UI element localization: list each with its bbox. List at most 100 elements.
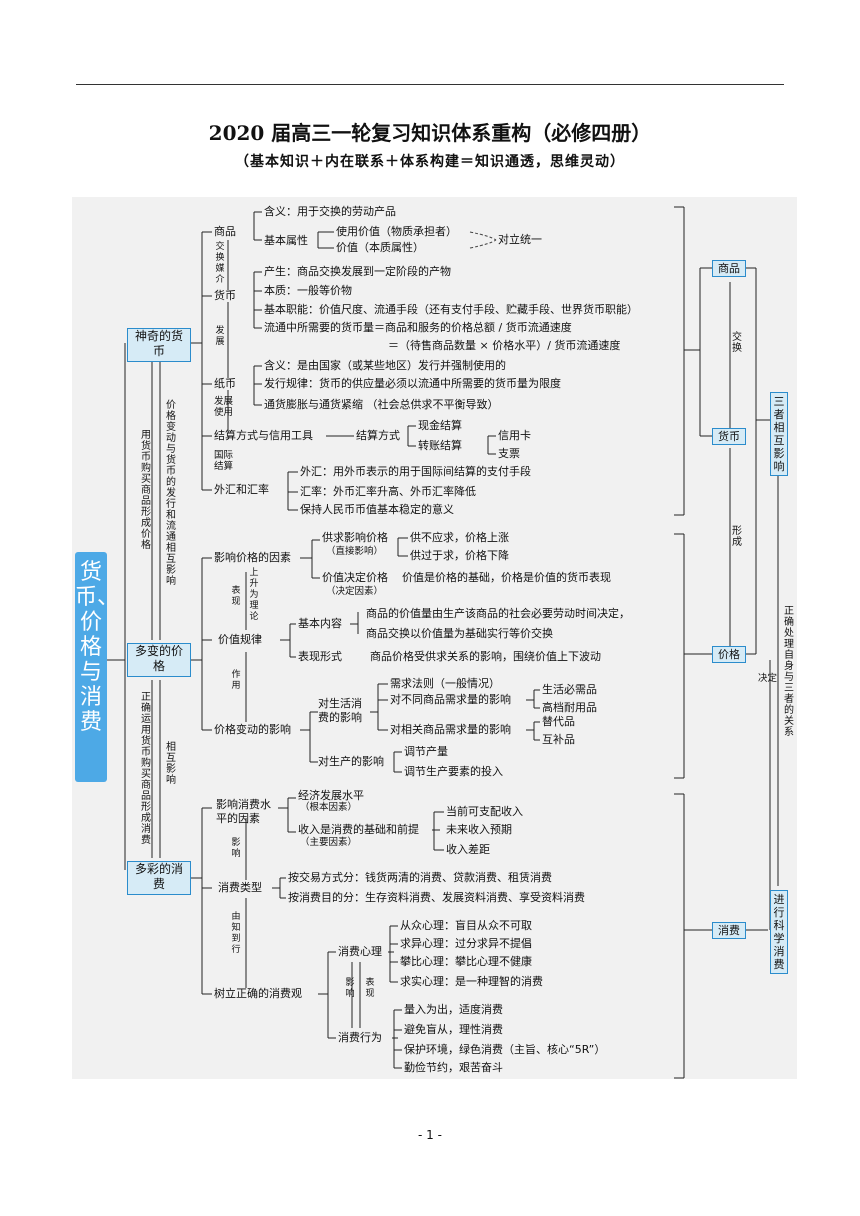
page-number: - 1 - — [418, 1128, 442, 1142]
credit-card: 信用卡 — [498, 429, 531, 442]
right-exchange: 交换 — [732, 332, 742, 354]
economy: 经济发展水平 — [298, 789, 364, 802]
transfer-settlement: 转账结算 — [418, 439, 462, 452]
right-formation: 形成 — [732, 526, 742, 548]
practical-psy: 求实心理：是一种理智的消费 — [400, 975, 543, 988]
commodity-node: 商品 — [214, 225, 236, 238]
form-text: 商品价格受供求关系的影响，围绕价值上下波动 — [370, 650, 601, 663]
manifest-2: 表现 — [365, 978, 375, 999]
demand-law: 需求法则（一般情况） — [390, 677, 500, 690]
different-psy: 求异心理：过分求异不提倡 — [400, 937, 532, 950]
complement: 互补品 — [542, 733, 575, 746]
income: 收入是消费的基础和前提 — [298, 823, 419, 836]
value: 价值（本质属性） — [336, 241, 424, 254]
cash-settlement: 现金结算 — [418, 419, 462, 432]
mid-note-2: 相互影响 — [166, 742, 176, 786]
adjust-output: 调节产量 — [404, 745, 448, 758]
settlement-node: 结算方式与信用工具 — [214, 429, 313, 442]
law-of-value: 价值规律 — [218, 633, 262, 646]
behavior: 消费行为 — [338, 1031, 382, 1044]
content-1: 商品的价值量由生产该商品的社会必要劳动时间决定， — [366, 607, 630, 620]
paper-meaning: 含义：是由国家（或某些地区）发行并强制使用的 — [264, 359, 506, 372]
behavior-4: 勤俭节约，艰苦奋斗 — [404, 1061, 503, 1074]
behavior-1: 量入为出，适度消费 — [404, 1003, 503, 1016]
money-essence: 本质：一般等价物 — [264, 284, 352, 297]
page-title: 2020 届高三一轮复习知识体系重构（必修四册） — [208, 121, 652, 145]
fundamental-label: （根本因素） — [300, 802, 358, 813]
over-supply: 供过于求，价格下降 — [410, 549, 509, 562]
income-gap: 收入差距 — [446, 843, 490, 856]
durables: 高档耐用品 — [542, 701, 597, 714]
right-price: 价格 — [712, 646, 746, 663]
right-consume: 消费 — [712, 922, 746, 939]
forex-def: 外汇：用外币表示的用于国际间结算的支付手段 — [300, 465, 531, 478]
settlement-method: 结算方式 — [356, 429, 400, 442]
influence-2: 影响 — [345, 978, 355, 999]
basic-attr: 基本属性 — [264, 234, 308, 247]
develop-use-label: 发展 使用 — [214, 396, 234, 418]
effect-label: 作用 — [231, 670, 241, 691]
right-money: 货币 — [712, 428, 746, 445]
psychology: 消费心理 — [338, 945, 382, 958]
exchange-medium: 交换媒介 — [215, 242, 225, 285]
decisive-label: （决定因素） — [326, 586, 384, 597]
section-title-money: 神奇的货币 — [127, 328, 191, 362]
forex-node: 外汇和汇率 — [214, 483, 269, 496]
future-income: 未来收入预期 — [446, 823, 512, 836]
basic-content: 基本内容 — [298, 617, 342, 630]
correct-view: 树立正确的消费观 — [214, 987, 302, 1000]
section-title-consume: 多彩的消费 — [127, 861, 191, 895]
price-factors: 影响价格的因素 — [214, 551, 291, 564]
right-scientific: 进行科学消费 — [770, 890, 788, 974]
adjust-input: 调节生产要素的投入 — [404, 765, 503, 778]
content-2: 商品交换以价值量为基础实行等价交换 — [366, 627, 553, 640]
life-effect: 对生活消费的影响 — [318, 697, 362, 724]
intl-settle-label: 国际 结算 — [214, 450, 234, 472]
supply-demand: 供求影响价格 — [322, 531, 388, 544]
right-correct: 正确处理自身与三者的关系 — [784, 606, 794, 738]
necessities: 生活必需品 — [542, 683, 597, 696]
by-purpose: 按消费目的分：生存资料消费、发展资料消费、享受资料消费 — [288, 891, 585, 904]
direct-label: （直接影响） — [326, 546, 384, 557]
behavior-3: 保护环境，绿色消费（主旨、核心“5R”） — [404, 1043, 606, 1056]
short-supply: 供不应求，价格上涨 — [410, 531, 509, 544]
commodity-meaning: 含义：用于交换的劳动产品 — [264, 205, 396, 218]
money-needed: 流通中所需要的货币量＝商品和服务的价格总额 / 货币流通速度 — [264, 321, 572, 334]
central-topic: 货币、价格与消费 — [75, 552, 119, 782]
main-factor-label: （主要因素） — [300, 837, 358, 848]
right-decide: 决定 — [758, 673, 778, 684]
manifest-label: 表现 — [231, 586, 241, 607]
side-note-1: 用货币购买商品形成价格 — [141, 430, 151, 551]
top-rule — [76, 84, 784, 85]
paper-node: 纸币 — [214, 377, 236, 390]
money-origin: 产生：商品交换发展到一定阶段的产物 — [264, 265, 451, 278]
money-functions: 基本职能：价值尺度、流通手段（还有支付手段、贮藏手段、世界货币职能） — [264, 303, 638, 316]
production-effect: 对生产的影响 — [318, 755, 384, 768]
right-mutual: 三者相互影响 — [770, 392, 788, 476]
influence-label: 影响 — [231, 838, 241, 859]
different-demand: 对不同商品需求量的影响 — [390, 693, 511, 706]
behavior-2: 避免盲从，理性消费 — [404, 1023, 503, 1036]
substitute: 替代品 — [542, 715, 575, 728]
form-label: 表现形式 — [298, 650, 342, 663]
develop-label: 发展 — [215, 326, 225, 347]
exchange-rate: 汇率：外币汇率升高、外币汇率降低 — [300, 485, 476, 498]
section-title-price: 多变的价格 — [127, 643, 191, 677]
mid-note-1: 价格变动与货币的发行和流通相互影响 — [166, 400, 176, 587]
current-income: 当前可支配收入 — [446, 805, 523, 818]
price-change-effect: 价格变动的影响 — [214, 723, 291, 736]
side-note-2: 正确运用货币购买商品形成消费 — [141, 692, 151, 846]
page-subtitle: （基本知识＋内在联系＋体系构建＝知识通透，思维灵动） — [235, 154, 625, 170]
use-value: 使用价值（物质承担者） — [336, 225, 457, 238]
value-basis: 价值是价格的基础，价格是价值的货币表现 — [402, 571, 611, 584]
related-demand: 对相关商品需求量的影响 — [390, 723, 511, 736]
level-factors: 影响消费水平的因素 — [216, 798, 271, 825]
rmb-stable: 保持人民币币值基本稳定的意义 — [300, 503, 454, 516]
unity: 对立统一 — [498, 233, 542, 246]
compare-psy: 攀比心理：攀比心理不健康 — [400, 955, 532, 968]
value-decides: 价值决定价格 — [322, 571, 388, 584]
paper-inflation: 通货膨胀与通货紧缩 （社会总供求不平衡导致） — [264, 398, 499, 411]
money-node: 货币 — [214, 289, 236, 302]
cheque: 支票 — [498, 447, 520, 460]
